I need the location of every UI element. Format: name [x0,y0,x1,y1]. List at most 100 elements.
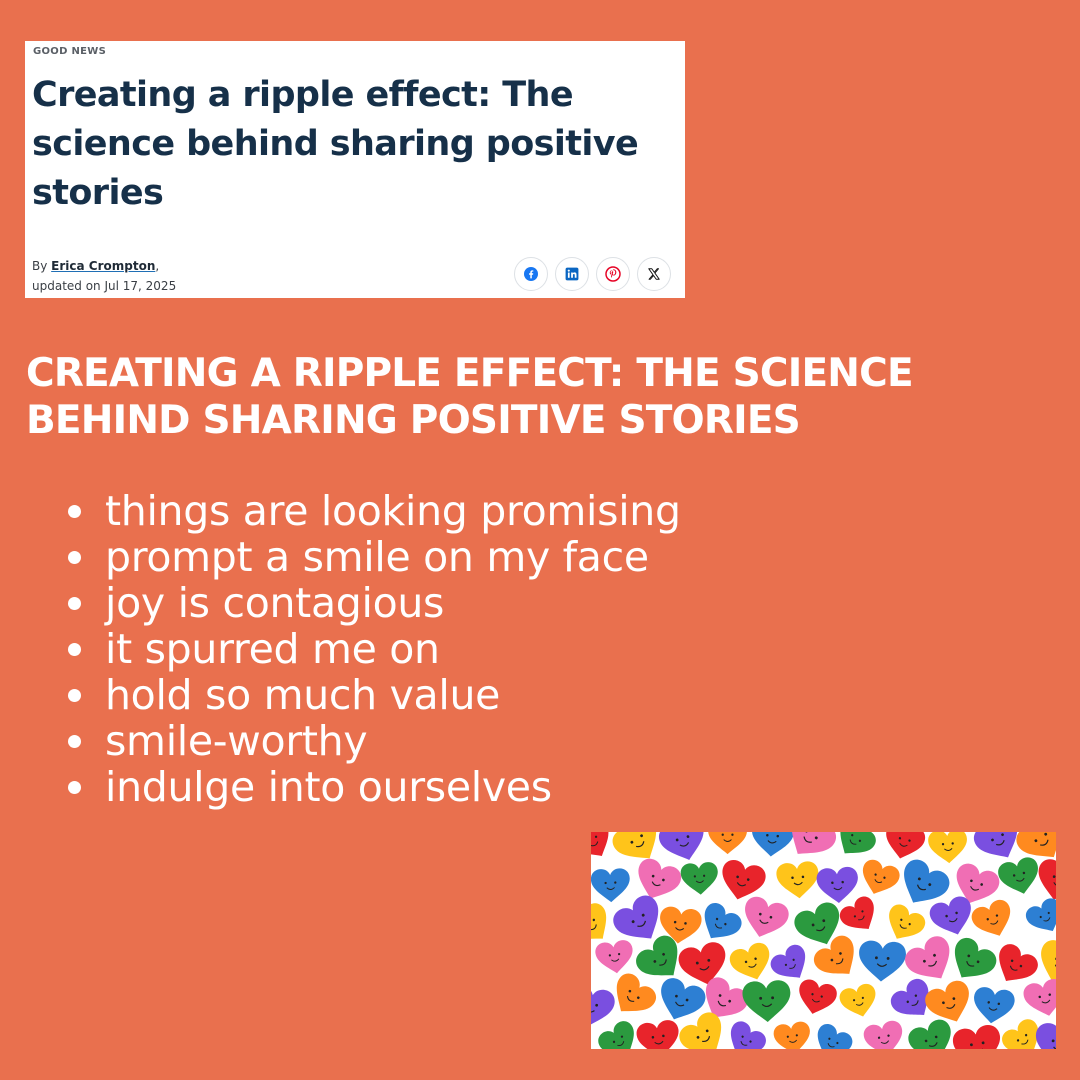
heart-icon [817,1024,853,1049]
heart-icon [660,906,702,944]
share-facebook-button[interactable] [514,257,548,291]
heart-icon [886,832,926,859]
heart-icon [908,1019,951,1049]
heart-icon [730,1021,766,1049]
article-card: GOOD NEWS Creating a ripple effect: The … [25,41,685,298]
heart-icon [598,1021,634,1049]
x-icon [648,268,660,280]
heart-icon [813,935,854,974]
hearts-pattern-image [591,832,1056,1049]
bullet-dot [68,597,81,610]
heart-icon [954,937,997,978]
heart-icon [636,1020,679,1049]
bullet-dot [68,735,81,748]
hearts-pattern [591,832,1056,1049]
heart-icon [799,979,837,1014]
heart-icon [661,978,706,1020]
list-item: it spurred me on [64,626,681,672]
updated-date: updated on Jul 17, 2025 [32,279,177,293]
heart-icon [636,935,678,976]
heart-icon [904,859,950,903]
heart-icon [928,832,967,864]
list-item: prompt a smile on my face [64,534,681,580]
heart-icon [776,861,819,899]
heart-icon [925,980,969,1022]
author-link[interactable]: Erica Crompton [51,259,156,273]
heart-icon [905,936,950,979]
article-byline: By Erica Crompton, updated on Jul 17, 20… [32,256,176,296]
heart-icon [705,977,749,1018]
article-kicker[interactable]: GOOD NEWS [33,46,107,57]
heart-icon [1041,940,1056,983]
heart-icon [998,857,1038,894]
heart-icon [595,940,633,974]
heart-icon [773,1021,810,1049]
heart-icon [591,903,607,939]
bullet-dot [68,781,81,794]
heart-icon [999,944,1038,982]
heart-icon [839,896,874,930]
heart-icon [729,942,770,980]
heart-icon [591,868,630,903]
heart-icon [839,983,876,1017]
heart-icon [742,980,791,1022]
heart-icon [974,987,1015,1024]
bullet-dot [68,643,81,656]
share-pinterest-button[interactable] [596,257,630,291]
share-icons [514,257,671,291]
list-item: things are looking promising [64,488,681,534]
heart-icon [953,1024,1000,1049]
heart-icon [971,899,1011,936]
heart-icon [638,858,682,899]
heart-icon [791,832,836,854]
heart-icon [1023,978,1056,1016]
heart-icon [591,832,609,857]
share-x-button[interactable] [637,257,671,291]
heart-icon [680,862,718,895]
main-heading: CREATING A RIPPLE EFFECT: THE SCIENCE BE… [26,351,914,443]
bullet-dot [68,505,81,518]
heart-icon [1036,1023,1056,1049]
heart-icon [973,832,1018,858]
heart-icon [722,860,766,900]
list-item: hold so much value [64,672,681,718]
heart-icon [752,832,794,857]
list-item: joy is contagious [64,580,681,626]
share-linkedin-button[interactable] [555,257,589,291]
heart-icon [890,979,929,1015]
bullet-dot [68,551,81,564]
heart-icon [708,832,747,855]
bullet-dot [68,689,81,702]
heart-icon [658,832,704,860]
heart-icon [862,859,900,894]
heart-icon [929,896,971,935]
heart-icon [678,942,726,985]
heart-icon [1016,832,1056,858]
heart-icon [704,903,742,939]
heart-icon [591,985,615,1027]
heart-icon [1038,859,1056,900]
heart-icon [770,944,806,978]
linkedin-icon [565,267,579,281]
list-item: smile-worthy [64,718,681,764]
byline-prefix: By [32,259,52,273]
heart-icon [863,1020,903,1049]
heart-icon [613,895,659,939]
heart-icon [889,904,926,939]
heart-icon [840,832,876,854]
heart-icon [1002,1019,1039,1049]
heart-icon [612,832,657,859]
article-headline[interactable]: Creating a ripple effect: The science be… [32,75,639,213]
heart-icon [956,863,1000,904]
bullet-list: things are looking promising prompt a sm… [64,488,681,810]
list-item: indulge into ourselves [64,764,681,810]
heart-icon [679,1012,722,1049]
heart-icon [816,866,858,904]
byline-comma: , [155,259,160,273]
heart-icon [794,902,840,945]
heart-icon [859,940,906,982]
heart-icon [616,973,657,1012]
pinterest-icon [605,266,621,282]
heart-icon [745,896,789,937]
facebook-icon [524,267,538,281]
